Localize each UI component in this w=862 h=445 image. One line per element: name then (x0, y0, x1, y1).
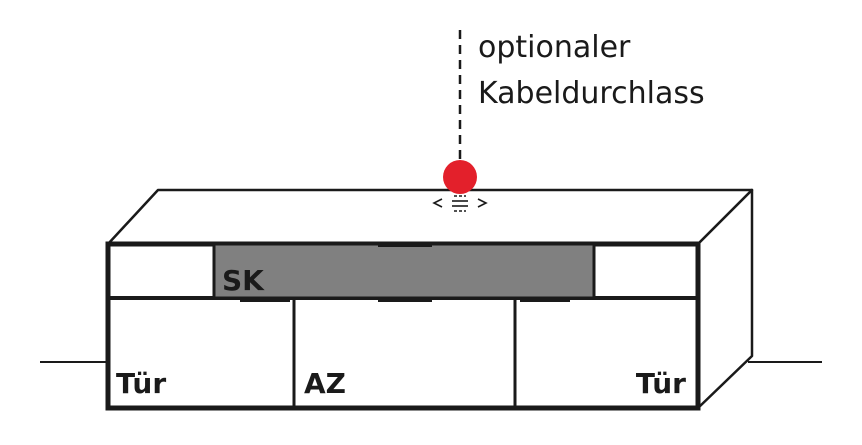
label-tuer-right: Tür (636, 367, 686, 400)
label-sk: SK (222, 264, 265, 297)
sk-handle-top (378, 243, 432, 247)
handle-right (520, 297, 570, 302)
red-dot-marker (443, 160, 477, 194)
cable-outlet-icon (432, 195, 488, 212)
annotation-line-1: optionaler (478, 30, 631, 65)
sk-panel (212, 242, 596, 300)
annotation-line-2: Kabeldurchlass (478, 76, 705, 111)
cabinet-top (106, 188, 754, 246)
label-tuer-left: Tür (116, 367, 166, 400)
handle-center (378, 297, 432, 302)
label-az: AZ (304, 367, 346, 400)
handle-left (240, 297, 290, 302)
